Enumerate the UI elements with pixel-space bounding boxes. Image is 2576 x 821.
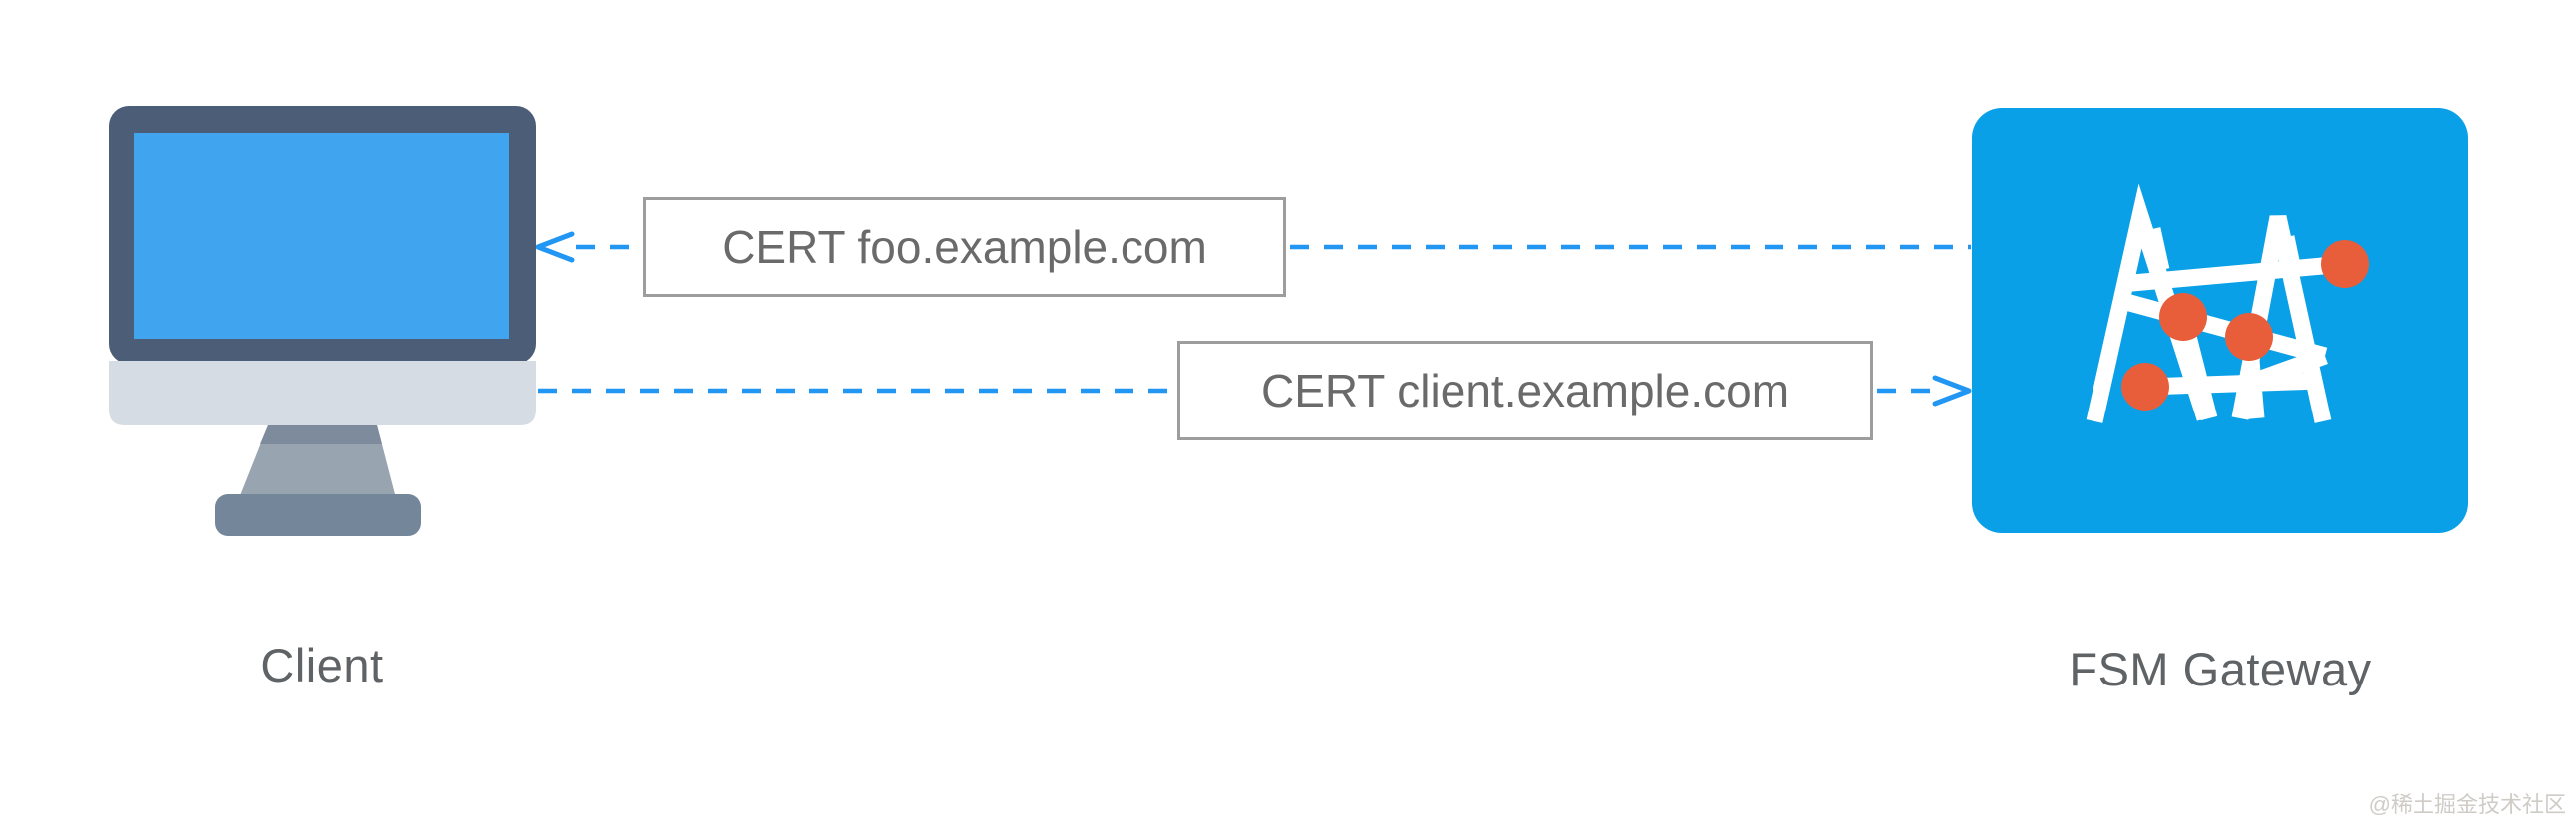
watermark-text: @稀土掘金技术社区 — [2368, 792, 2566, 817]
fsm-gateway-node — [1972, 108, 2468, 533]
logo-node-dot — [2225, 313, 2273, 361]
cert-message-box-foo: CERT foo.example.com — [643, 197, 1286, 297]
fsm-mesh-logo-icon — [2086, 183, 2369, 423]
client-node-label: Client — [260, 639, 384, 691]
desktop-monitor-icon — [109, 106, 536, 536]
logo-node-dot — [2321, 240, 2369, 288]
cert-message-label: CERT client.example.com — [1260, 365, 1790, 416]
client-node — [108, 106, 536, 540]
arrowhead-left-icon — [535, 231, 575, 263]
gateway-node-label: FSM Gateway — [2069, 643, 2372, 695]
arrowhead-right-icon — [1932, 375, 1972, 407]
logo-node-dot — [2121, 363, 2169, 410]
logo-node-dot — [2159, 293, 2207, 341]
cert-message-label: CERT foo.example.com — [722, 221, 1207, 273]
cert-message-box-client: CERT client.example.com — [1177, 341, 1873, 440]
